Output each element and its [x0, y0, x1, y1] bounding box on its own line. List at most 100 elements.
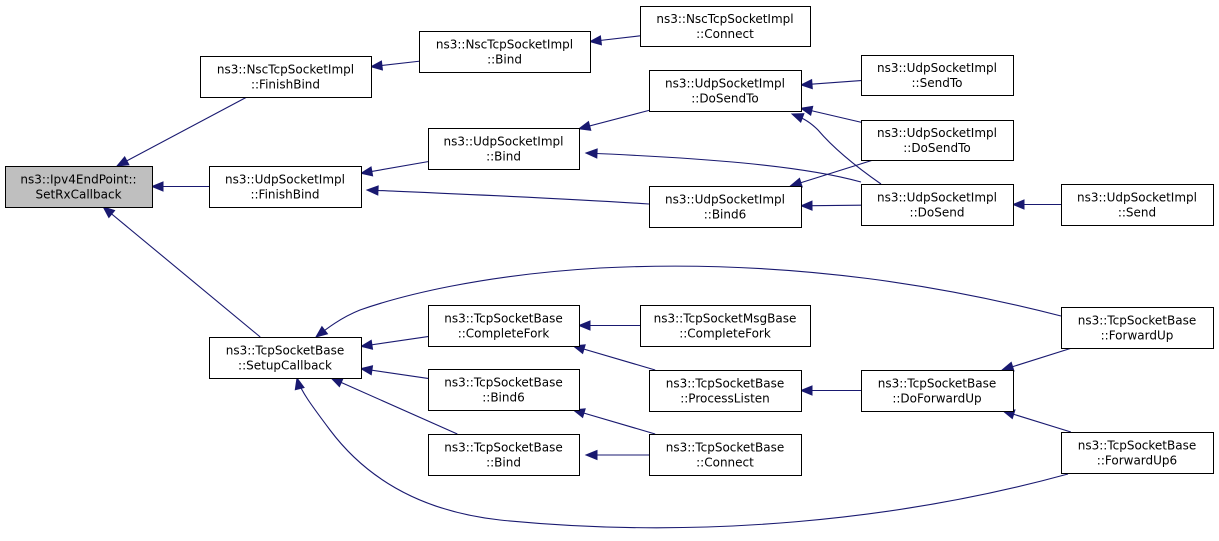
- node-udp-dosendto-a-class-label: ns3::UdpSocketImpl: [665, 77, 785, 91]
- edge-tcp-setupcallback-to-root-arrowhead: [102, 206, 116, 219]
- node-nsc-connect-method-label: ::Connect: [696, 27, 754, 41]
- edge-tcp-forwardup-to-tcp-doforwardup: [1001, 347, 1073, 371]
- node-tcp-completefork[interactable]: ns3::TcpSocketBase::CompleteFork: [428, 305, 580, 347]
- edge-udp-dosend-to-udp-bind: [585, 152, 862, 183]
- node-udp-bind-method-label: ::Bind: [486, 150, 521, 164]
- node-nsc-bind[interactable]: ns3::NscTcpSocketImpl::Bind: [419, 31, 591, 73]
- node-udp-dosendto-b-class-label: ns3::UdpSocketImpl: [877, 126, 997, 140]
- edge-udp-finishbind-to-root-arrowhead: [150, 181, 164, 192]
- node-tcp-bind-box: [428, 434, 580, 476]
- node-tcp-connect-method-label: ::Connect: [696, 456, 754, 470]
- node-udp-dosend-method-label: ::DoSend: [910, 206, 965, 220]
- node-tcp-processlisten-class-label: ns3::TcpSocketBase: [666, 377, 784, 391]
- node-udp-bind[interactable]: ns3::UdpSocketImpl::Bind: [428, 128, 580, 170]
- node-udp-sendto-box: [861, 55, 1014, 96]
- node-tcpmsg-completefork-class-label: ns3::TcpSocketMsgBase: [654, 312, 797, 326]
- node-udp-sendto-method-label: ::SendTo: [912, 76, 963, 90]
- node-tcpmsg-completefork-box: [640, 305, 811, 347]
- node-tcp-completefork-method-label: ::CompleteFork: [458, 327, 550, 341]
- node-tcp-forwardup[interactable]: ns3::TcpSocketBase::ForwardUp: [1061, 307, 1214, 349]
- edge-tcp-forwardup-to-tcp-doforwardup-arrowhead: [1000, 361, 1015, 372]
- edge-tcpmsg-completefork-to-tcp-completefork-arrowhead: [577, 320, 591, 331]
- node-tcp-forwardup-class-label: ns3::TcpSocketBase: [1078, 314, 1196, 328]
- node-udp-dosendto-b-method-label: ::DoSendTo: [903, 141, 971, 155]
- node-tcp-bind-class-label: ns3::TcpSocketBase: [444, 441, 562, 455]
- node-tcp-processlisten-box: [649, 370, 802, 412]
- node-tcp-forwardup6[interactable]: ns3::TcpSocketBase::ForwardUp6: [1061, 432, 1214, 474]
- node-tcp-setupcallback-box: [209, 337, 362, 379]
- node-udp-bind6[interactable]: ns3::UdpSocketImpl::Bind6: [649, 186, 802, 228]
- edge-tcp-forwardup6-to-tcp-setupcallback-arrowhead: [294, 376, 305, 391]
- edge-tcp-bind-to-tcp-setupcallback: [330, 377, 458, 435]
- node-tcp-forwardup6-box: [1061, 432, 1214, 474]
- edge-tcp-completefork-to-tcp-setupcallback-arrowhead: [359, 339, 374, 350]
- node-udp-bind-class-label: ns3::UdpSocketImpl: [444, 135, 564, 149]
- edge-tcp-bind6-to-tcp-setupcallback-arrowhead: [359, 365, 374, 376]
- node-tcpmsg-completefork-method-label: ::CompleteFork: [679, 327, 771, 341]
- node-tcp-setupcallback[interactable]: ns3::TcpSocketBase::SetupCallback: [209, 337, 362, 379]
- edge-tcp-bind-to-tcp-setupcallback-arrowhead: [329, 377, 344, 388]
- node-udp-bind6-method-label: ::Bind6: [704, 208, 747, 222]
- node-tcp-forwardup6-method-label: ::ForwardUp6: [1097, 454, 1177, 468]
- node-udp-dosendto-a-box: [649, 70, 802, 112]
- node-udp-send-class-label: ns3::UdpSocketImpl: [1077, 191, 1197, 205]
- node-tcp-bind6[interactable]: ns3::TcpSocketBase::Bind6: [428, 369, 580, 411]
- node-udp-dosendto-a-method-label: ::DoSendTo: [691, 92, 759, 106]
- edge-udp-dosend-to-udp-dosendto-a-arrowhead: [790, 113, 805, 123]
- node-nsc-connect-box: [640, 6, 811, 47]
- node-udp-dosend[interactable]: ns3::UdpSocketImpl::DoSend: [861, 184, 1014, 226]
- edge-udp-bind6-to-udp-finishbind: [366, 189, 650, 205]
- node-udp-sendto-class-label: ns3::UdpSocketImpl: [877, 61, 997, 75]
- node-tcp-bind[interactable]: ns3::TcpSocketBase::Bind: [428, 434, 580, 476]
- node-tcp-completefork-class-label: ns3::TcpSocketBase: [444, 312, 562, 326]
- node-nsc-connect-class-label: ns3::NscTcpSocketImpl: [656, 12, 793, 26]
- edge-udp-dosendto-b-to-udp-bind6: [790, 159, 874, 187]
- node-tcp-forwardup-box: [1061, 307, 1214, 349]
- node-udp-dosend-box: [861, 184, 1014, 226]
- node-root[interactable]: ns3::Ipv4EndPoint::SetRxCallback: [5, 166, 153, 208]
- edge-nsc-bind-to-nsc-finishbind-arrowhead: [369, 60, 384, 71]
- edge-udp-bind-to-udp-finishbind-arrowhead: [359, 166, 374, 177]
- node-udp-send-box: [1061, 184, 1214, 226]
- edge-tcp-forwardup6-to-tcp-doforwardup: [1002, 410, 1072, 433]
- edges-layer: [102, 35, 1073, 529]
- node-tcp-doforwardup-class-label: ns3::TcpSocketBase: [878, 377, 996, 391]
- node-root-box: [5, 166, 153, 208]
- node-tcp-connect[interactable]: ns3::TcpSocketBase::Connect: [649, 434, 802, 476]
- node-udp-sendto[interactable]: ns3::UdpSocketImpl::SendTo: [861, 55, 1014, 96]
- edge-udp-dosend-to-udp-bind-arrowhead: [584, 148, 598, 159]
- edge-tcp-connect-to-tcp-bind6: [573, 409, 656, 435]
- node-tcp-connect-box: [649, 434, 802, 476]
- node-root-method-label: SetRxCallback: [35, 188, 121, 202]
- node-tcp-bind-method-label: ::Bind: [486, 456, 521, 470]
- edge-tcp-forwardup-to-tcp-setupcallback: [315, 265, 1062, 338]
- node-tcp-processlisten[interactable]: ns3::TcpSocketBase::ProcessListen: [649, 370, 802, 412]
- node-udp-send[interactable]: ns3::UdpSocketImpl::Send: [1061, 184, 1214, 226]
- node-udp-bind6-box: [649, 186, 802, 228]
- node-tcp-setupcallback-class-label: ns3::TcpSocketBase: [226, 344, 344, 358]
- node-udp-dosendto-b[interactable]: ns3::UdpSocketImpl::DoSendTo: [861, 120, 1014, 161]
- node-udp-finishbind[interactable]: ns3::UdpSocketImpl::FinishBind: [209, 166, 362, 208]
- edge-tcp-connect-to-tcp-bind-arrowhead: [584, 449, 598, 461]
- edge-tcp-processlisten-to-tcp-completefork: [573, 345, 656, 371]
- node-tcp-connect-class-label: ns3::TcpSocketBase: [666, 441, 784, 455]
- node-udp-finishbind-box: [209, 166, 362, 208]
- edge-udp-dosendto-b-to-udp-bind6-arrowhead: [789, 177, 803, 188]
- edge-udp-sendto-to-udp-dosendto-a-arrowhead: [799, 78, 813, 90]
- node-nsc-bind-method-label: ::Bind: [487, 53, 522, 67]
- node-tcp-doforwardup[interactable]: ns3::TcpSocketBase::DoForwardUp: [861, 370, 1014, 412]
- edge-udp-dosend-to-udp-bind6-arrowhead: [799, 200, 813, 211]
- node-udp-dosendto-a[interactable]: ns3::UdpSocketImpl::DoSendTo: [649, 70, 802, 112]
- node-tcp-completefork-box: [428, 305, 580, 347]
- node-tcpmsg-completefork[interactable]: ns3::TcpSocketMsgBase::CompleteFork: [640, 305, 811, 347]
- node-tcp-bind6-class-label: ns3::TcpSocketBase: [444, 376, 562, 390]
- node-tcp-bind6-method-label: ::Bind6: [482, 391, 525, 405]
- node-nsc-connect[interactable]: ns3::NscTcpSocketImpl::Connect: [640, 6, 811, 47]
- node-nsc-finishbind[interactable]: ns3::NscTcpSocketImpl::FinishBind: [200, 56, 372, 98]
- edge-tcp-doforwardup-to-tcp-processlisten-arrowhead: [799, 385, 813, 396]
- node-tcp-bind6-box: [428, 369, 580, 411]
- edge-udp-dosendto-a-to-udp-bind-arrowhead: [577, 120, 592, 131]
- node-udp-dosendto-b-box: [861, 120, 1014, 161]
- node-nsc-finishbind-method-label: ::FinishBind: [251, 78, 320, 92]
- node-root-class-label: ns3::Ipv4EndPoint::: [20, 173, 136, 187]
